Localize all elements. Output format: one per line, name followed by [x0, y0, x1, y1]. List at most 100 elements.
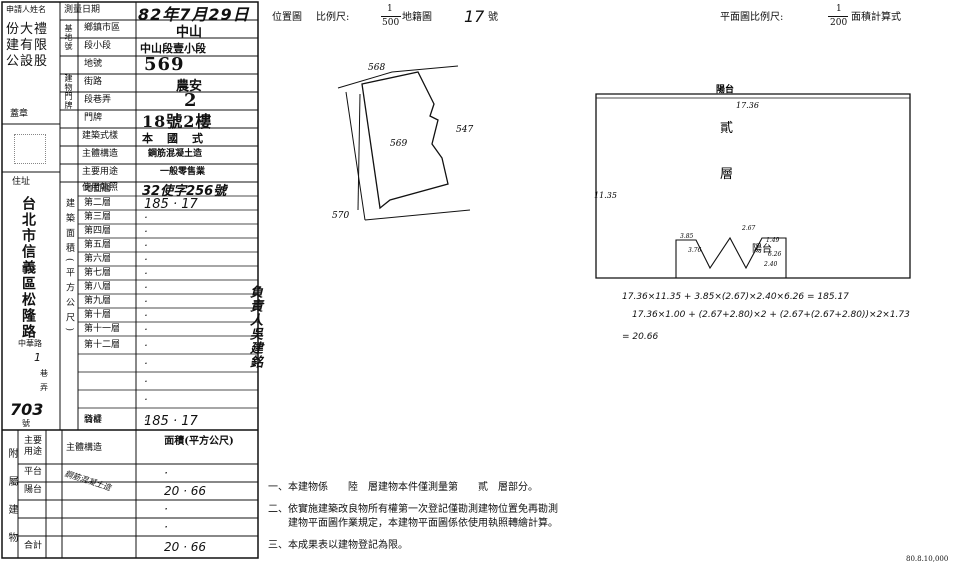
annex-area: 20 · 66 — [164, 540, 206, 554]
seal-label: 蓋章 — [10, 109, 29, 119]
floor-label: 第八層 — [84, 282, 112, 292]
floor-area: · — [144, 295, 148, 308]
annex-area: · — [164, 502, 168, 516]
floor-scale-num: 1 — [836, 4, 842, 14]
floor-area: · — [144, 414, 148, 427]
floor-area: · — [144, 309, 148, 322]
floor-label: 第五層 — [84, 240, 112, 250]
floor-row: 第十二層· — [80, 339, 256, 352]
floor-area: · — [144, 267, 148, 280]
address-number: 號 — [22, 419, 30, 428]
plan-dim-top: 17.36 — [736, 101, 759, 110]
floor-label: 第三層 — [84, 212, 112, 222]
floor-area: · — [144, 253, 148, 266]
parcel-outline — [361, 71, 449, 210]
floor-row: · — [80, 411, 256, 424]
floor-label: 合計 — [84, 415, 103, 425]
location-map: 568 569 547 570 — [332, 63, 473, 221]
floor-area: · — [144, 211, 148, 224]
calc-label: 面積計算式 — [851, 12, 901, 23]
location-scale-bar — [381, 16, 401, 17]
location-scale-label: 比例尺: — [316, 12, 350, 23]
door-group-label: 建物門牌 — [64, 74, 73, 110]
survey-date: 82年7月29日 — [138, 5, 250, 24]
seal-box — [14, 134, 46, 164]
formula-1: 17.36×11.35 + 3.85×(2.67)×2.40×6.26 = 18… — [622, 292, 849, 302]
floor-label: 第七層 — [84, 268, 112, 278]
parcel-boundary-bottom — [364, 209, 471, 221]
notch-label-1: 3.85 — [680, 233, 694, 240]
land-no-label: 地號 — [84, 59, 103, 69]
floor-area: · — [144, 393, 148, 406]
notch-label-6: 6.26 — [768, 251, 782, 258]
floor-row: · — [80, 393, 256, 406]
note-2: 二、依實施建築改良物所有權第一次登記僅勘測建物位置免再勘測 — [268, 504, 558, 515]
floor-row: 第三層 · — [80, 211, 256, 224]
annex-use: 陽台 — [24, 485, 43, 495]
floor-label: 第六層 — [84, 254, 112, 264]
annex-header-area: 面積(平方公尺) — [164, 436, 234, 447]
location-sheet-no: 17 — [464, 7, 485, 26]
address-lane: 巷 — [40, 369, 48, 378]
floor-label: 地面層 — [84, 184, 112, 194]
address-label: 住址 — [12, 177, 31, 187]
note-3: 建物平面圖作業規定，本建物平面圖係依使用執照轉繪計算。 — [268, 518, 558, 529]
notch-outline — [675, 236, 787, 278]
base-label: 基地號 — [64, 24, 73, 51]
lane: 2 — [184, 90, 198, 111]
floor-area: 185 · 17 — [144, 414, 198, 429]
owner-label: 申請人姓名 — [6, 5, 46, 14]
notch-label-5: 2.40 — [763, 261, 778, 268]
floor-area: · — [144, 281, 148, 294]
parcel-boundary-left-2 — [357, 93, 361, 211]
floor-label: 第十層 — [84, 310, 112, 320]
plan-floor-word-1: 貳 — [720, 121, 733, 136]
number-value: 703 — [10, 400, 44, 419]
parcel-boundary-left — [345, 91, 366, 221]
owner-name: 份大禮建有限公設股 — [6, 22, 49, 69]
floor-label: 第十二層 — [84, 340, 121, 350]
annex-header-structure: 主體構造 — [66, 443, 103, 453]
building-type-label: 建築式樣 — [82, 131, 119, 141]
floor-plan-title: 平面圖比例尺: — [720, 12, 784, 23]
street-label: 街路 — [84, 77, 103, 87]
floor-row: 第四層· — [80, 225, 256, 238]
plan-floor-word-2: 層 — [720, 167, 733, 182]
floor-label: 第四層 — [84, 226, 112, 236]
license-label: 使用執照 — [82, 183, 119, 193]
use-label: 主要用途 — [82, 167, 119, 177]
form-grid — [1, 1, 259, 559]
location-sheet-suffix: 號 — [488, 12, 498, 23]
annex-area: · — [164, 466, 168, 480]
building-type: 本國式 — [142, 132, 217, 145]
floor-row: 第九層· — [80, 295, 256, 308]
plan-dim-left: 11.35 — [594, 191, 617, 200]
floor-row: 第七層 · — [80, 267, 256, 280]
note-1: 一、本建物係 陸 層建物本件僅測量第 貳 層部分。 — [268, 482, 538, 493]
location-sheet-label: 地籍圖 — [402, 12, 432, 23]
formula-3: = 20.66 — [622, 332, 659, 342]
formula-2: 17.36×1.00 + (2.67+2.80)×2 + (2.67+(2.67… — [632, 310, 910, 320]
annex-header-use: 主要用途 — [24, 436, 43, 457]
floor-row: 第十層 · — [80, 309, 256, 322]
floor-row: 第六層 · — [80, 253, 256, 266]
parcel-label-569: 569 — [390, 139, 407, 149]
structure: 鋼筋混凝土造 — [148, 149, 203, 159]
floor-row: 地面層 — [80, 183, 256, 196]
floor-label: 第十一層 — [84, 324, 121, 334]
annex-area: 20 · 66 — [164, 484, 206, 498]
street: 農安 — [176, 79, 203, 94]
section: 中山段壹小段 — [140, 42, 206, 55]
annex-use: 平台 — [24, 467, 43, 477]
floor-area: · — [144, 357, 148, 370]
district-label: 鄉鎮市區 — [84, 23, 121, 33]
district: 中山 — [176, 25, 203, 40]
notch-label-7: 陽台 — [752, 242, 772, 255]
section-label: 段小段 — [84, 41, 112, 51]
door: 18號2樓 — [142, 112, 213, 131]
annex-area: · — [164, 520, 168, 534]
floor-row: · — [80, 357, 256, 370]
address-alley: 弄 — [40, 383, 48, 392]
use: 一般零售業 — [160, 167, 206, 177]
